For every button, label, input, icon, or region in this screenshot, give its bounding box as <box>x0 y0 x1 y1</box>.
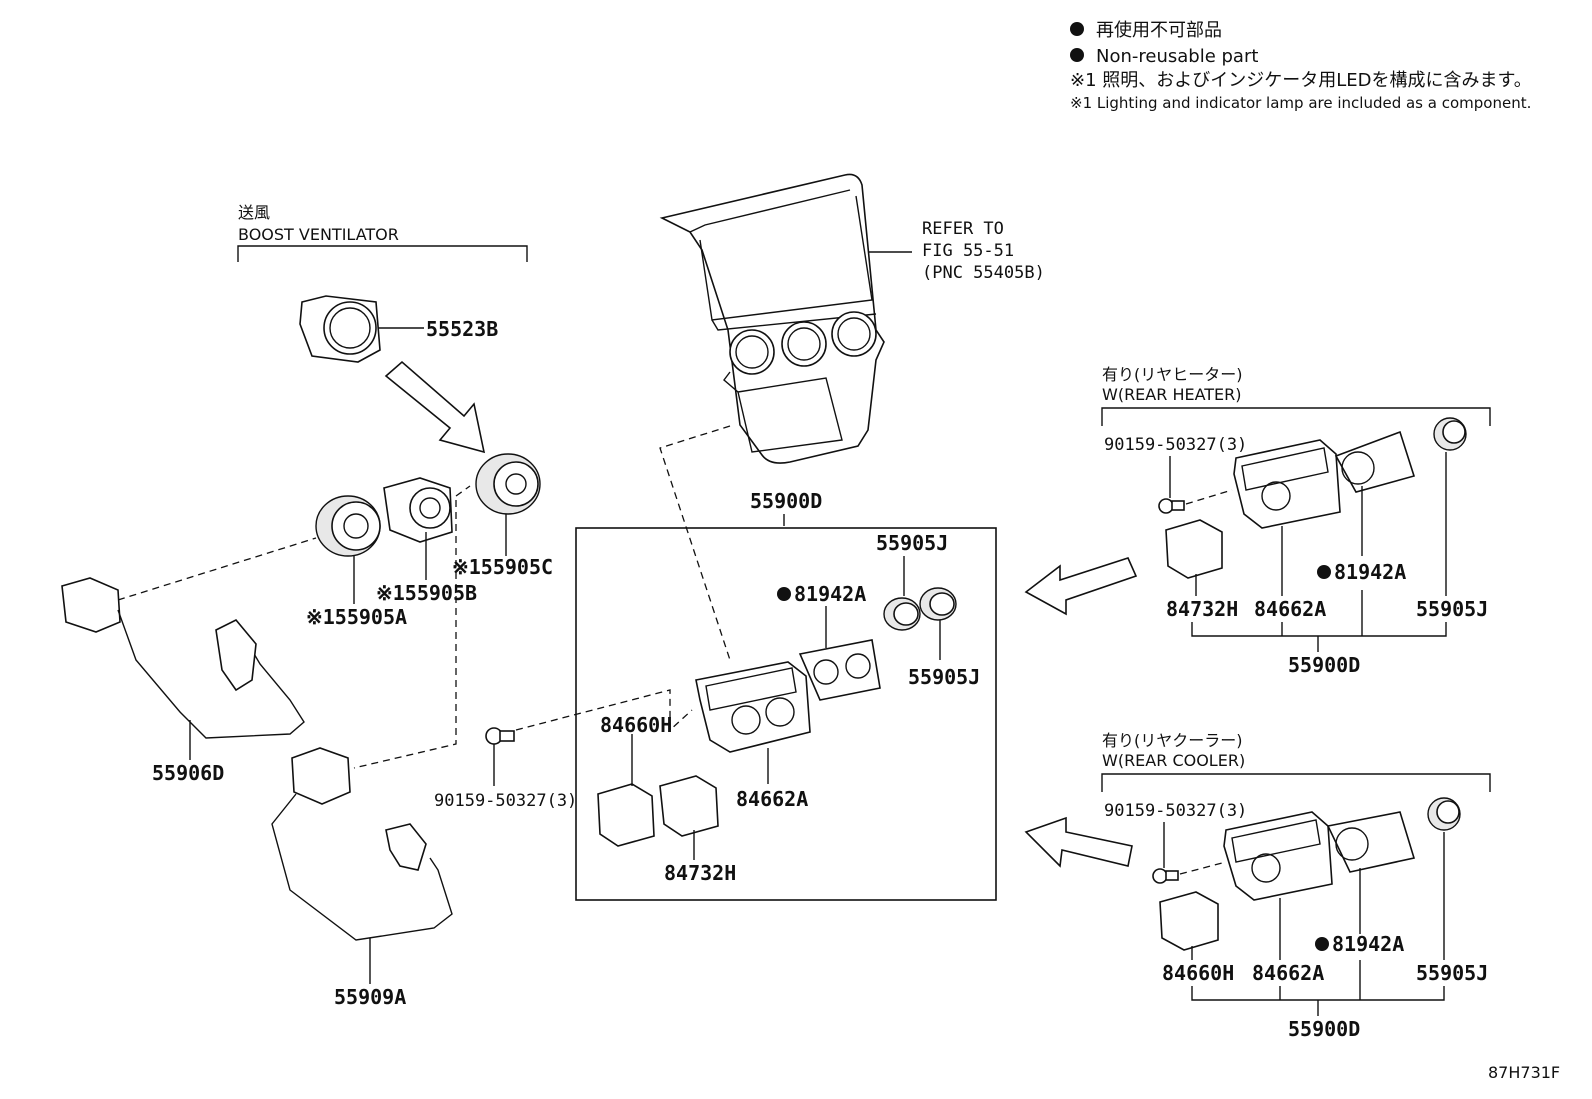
label-55905J-cooler: 55905J <box>1416 961 1488 985</box>
refer-pnc-text: (PNC 55405B) <box>922 263 1045 283</box>
boost-ventilator-group: 送風 BOOST VENTILATOR 55523B <box>61 203 553 1009</box>
non-reusable-bullet-icon <box>1317 565 1331 579</box>
label-55900D-center: 55900D <box>750 489 822 513</box>
refer-fig-text: FIG 55-51 <box>922 241 1014 261</box>
label-84662A-cooler: 84662A <box>1252 961 1324 985</box>
non-reusable-bullet-icon <box>1070 22 1084 36</box>
label-55909A: 55909A <box>334 985 406 1009</box>
label-84732H-heater: 84732H <box>1166 597 1238 621</box>
legend-en-lighting: ※1 Lighting and indicator lamp are inclu… <box>1070 94 1531 112</box>
harness-55906D <box>61 577 305 739</box>
boost-ventilator-label-jp: 送風 <box>238 203 270 222</box>
rear-cooler-label-en: W(REAR COOLER) <box>1102 751 1245 770</box>
non-reusable-bullet-icon <box>1070 48 1084 62</box>
control-unit-84662A-cooler <box>1223 811 1333 901</box>
label-90159-cooler: 90159-50327(3) <box>1104 801 1247 821</box>
label-90159-center: 90159-50327(3) <box>434 791 577 811</box>
rear-heater-label-en: W(REAR HEATER) <box>1102 385 1242 404</box>
label-84662A-center: 84662A <box>736 787 808 811</box>
knob-55905B <box>383 477 453 543</box>
control-unit-84662A <box>695 661 811 753</box>
center-cluster-bezel <box>659 173 912 464</box>
switch-84660H-cooler <box>1159 891 1219 951</box>
rear-cooler-label-jp: 有り(リヤクーラー) <box>1102 731 1243 750</box>
boost-ventilator-label-en: BOOST VENTILATOR <box>238 225 399 244</box>
label-55905B: ※155905B <box>376 581 477 605</box>
legend-jp-nonreusable: 再使用不可部品 <box>1096 20 1222 41</box>
assembly-arrow-icon <box>384 360 486 454</box>
cooler-arrow-icon <box>1024 816 1133 868</box>
center-switch-assembly: 55900D 55905J 55905J 81942A <box>515 489 997 901</box>
label-55905J-center-top: 55905J <box>876 531 948 555</box>
heater-arrow-icon <box>1024 557 1138 616</box>
label-55900D-heater: 55900D <box>1288 653 1360 677</box>
rear-heater-label-jp: 有り(リヤヒーター) <box>1102 365 1243 384</box>
label-84662A-heater: 84662A <box>1254 597 1326 621</box>
rear-heater-group: 有り(リヤヒーター) W(REAR HEATER) 90159-50327(3) <box>1024 365 1491 677</box>
label-90159-heater: 90159-50327(3) <box>1104 435 1247 455</box>
harness-55909A <box>271 747 453 941</box>
rear-cooler-group: 有り(リヤクーラー) W(REAR COOLER) 90159-50327(3) <box>1024 731 1491 1041</box>
knob-55905A <box>315 495 381 557</box>
refer-note: REFER TO FIG 55-51 (PNC 55405B) <box>922 219 1045 283</box>
label-84660H-cooler: 84660H <box>1162 961 1234 985</box>
plate-81942A <box>798 639 881 701</box>
legend: 再使用不可部品 Non-reusable part ※1 照明、およびインジケー… <box>1070 20 1532 112</box>
label-55905J-center-mid: 55905J <box>908 665 980 689</box>
label-55905C: ※155905C <box>452 555 553 579</box>
switch-55523B <box>299 295 381 363</box>
refer-to-text: REFER TO <box>922 219 1004 239</box>
label-81942A-center: 81942A <box>794 582 866 606</box>
label-55523B: 55523B <box>426 317 498 341</box>
label-55900D-cooler: 55900D <box>1288 1017 1360 1041</box>
knob-55905J-a <box>883 597 921 631</box>
non-reusable-bullet-icon <box>1315 937 1329 951</box>
figure-id: 87H731F <box>1488 1063 1560 1082</box>
control-unit-84662A-heater <box>1233 439 1341 529</box>
non-reusable-bullet-icon <box>777 587 791 601</box>
knob-55905J-cooler <box>1427 797 1461 831</box>
label-55905A: ※155905A <box>306 605 407 629</box>
label-81942A-cooler: 81942A <box>1332 932 1404 956</box>
switch-84732H-heater <box>1165 519 1223 579</box>
legend-jp-lighting: ※1 照明、およびインジケータ用LEDを構成に含みます。 <box>1070 70 1532 91</box>
label-81942A-heater: 81942A <box>1334 560 1406 584</box>
label-84732H-center: 84732H <box>664 861 736 885</box>
knob-55905J-heater <box>1433 417 1467 451</box>
label-84660H-center: 84660H <box>600 713 672 737</box>
label-55905J-heater: 55905J <box>1416 597 1488 621</box>
bolt-90159-center <box>485 727 515 745</box>
knob-55905J-b <box>919 587 957 621</box>
knob-55905C <box>475 453 541 515</box>
legend-en-nonreusable: Non-reusable part <box>1096 46 1258 67</box>
switch-84732H <box>659 775 719 837</box>
label-55906D: 55906D <box>152 761 224 785</box>
switch-84660H <box>597 783 655 847</box>
plate-81942A-heater <box>1334 430 1416 493</box>
plate-81942A-cooler <box>1326 811 1416 873</box>
